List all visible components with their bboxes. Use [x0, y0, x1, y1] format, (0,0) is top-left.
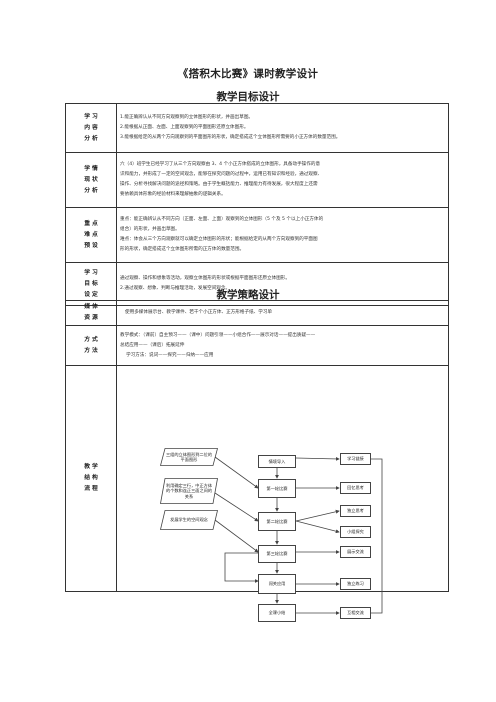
row-text-learning-goals: 通过观察、操作和想象等活动，观察立体图形的形状或根据平面图形还原立体图形。 2.…: [116, 262, 449, 306]
objectives-table: 学 习 内 容 分 析 1.能正确辨认从不同方向观察到的立体图形的形状，并画出草…: [65, 103, 449, 306]
table-row: 学 习 内 容 分 析 1.能正确辨认从不同方向观察到的立体图形的形状，并画出草…: [65, 103, 449, 153]
flow-activity-independent-thinking: 独立思考: [340, 505, 371, 517]
table-row: 学 情 现 状 分 析 六（4）班学生已经学习了从三个方向观察由 3、4 个小正…: [65, 152, 449, 208]
flow-activity-learning-link: 学习链接: [340, 453, 371, 465]
table-row: 媒 体 资 源 使用多媒体展示台、教学课件、若干个小正方体、正方形格子纸、学习单: [65, 300, 449, 326]
flow-node-intro: 情境导入: [258, 455, 296, 468]
document-title: 《搭积木比赛》课时教学设计: [177, 68, 319, 80]
table-row: 重 点 难 点 预 设 重点：能正确辨认从不同方向（正面、左面、上面）观察到的立…: [65, 207, 449, 263]
flow-node-round-1: 第一轮比赛: [258, 479, 296, 498]
row-text-content-analysis: 1.能正确辨认从不同方向观察到的立体图形的形状，并画出草图。 2.能根据从正面、…: [116, 103, 449, 153]
row-label-media: 媒 体 资 源: [65, 300, 117, 326]
flow-note-spatial-sense: 发展学生的空间观念: [160, 510, 218, 530]
flow-activity-group-inquiry: 小组探究: [340, 526, 371, 538]
flow-note-relations: 利用确定三行，中正方体的个数和连正三面之间的关系: [160, 478, 218, 504]
flow-node-round-3: 第三轮比赛: [258, 545, 296, 563]
flow-node-round-2: 第二轮比赛: [258, 512, 296, 531]
flow-activity-presentation: 展示交流: [340, 546, 371, 558]
row-label-key-points: 重 点 难 点 预 设: [65, 207, 117, 263]
row-text-method: 教学模式：（课前）自主预习——（课中）问题引领——小组合作——展示对话——提出质…: [116, 325, 449, 366]
row-text-key-points: 重点：能正确辨认从不同方向（正面、左面、上面）观察到的立体图形（5 个及 5 个…: [116, 207, 449, 263]
strategy-section-title: 教学策略设计: [216, 289, 280, 301]
flow-node-application: 闯关应用: [258, 574, 296, 594]
flow-note-2d-3d: 三组的立体图形到二位的平面图形: [160, 448, 218, 466]
objectives-section-title: 教学目标设计: [216, 91, 280, 103]
row-label-flow: 教 学 结 构 流 程: [65, 365, 117, 592]
table-row: 学 习 目 标 设 定 通过观察、操作和想象等活动，观察立体图形的形状或根据平面…: [65, 262, 449, 306]
flow-activity-independent-practice: 独立练习: [340, 578, 371, 590]
flow-activity-mutual-exchange: 互相交流: [340, 607, 371, 619]
table-row: 方 式 方 法 教学模式：（课前）自主预习——（课中）问题引领——小组合作——展…: [65, 325, 449, 366]
row-label-learning-goals: 学 习 目 标 设 定: [65, 262, 117, 306]
row-label-content-analysis: 学 习 内 容 分 析: [65, 103, 117, 153]
row-text-student-analysis: 六（4）班学生已经学习了从三个方向观察由 3、4 个小正方体搭成的立体图形，具备…: [116, 152, 449, 208]
flow-activity-recall: 回忆思考: [340, 482, 371, 494]
flow-node-summary: 全课小结: [258, 604, 296, 622]
